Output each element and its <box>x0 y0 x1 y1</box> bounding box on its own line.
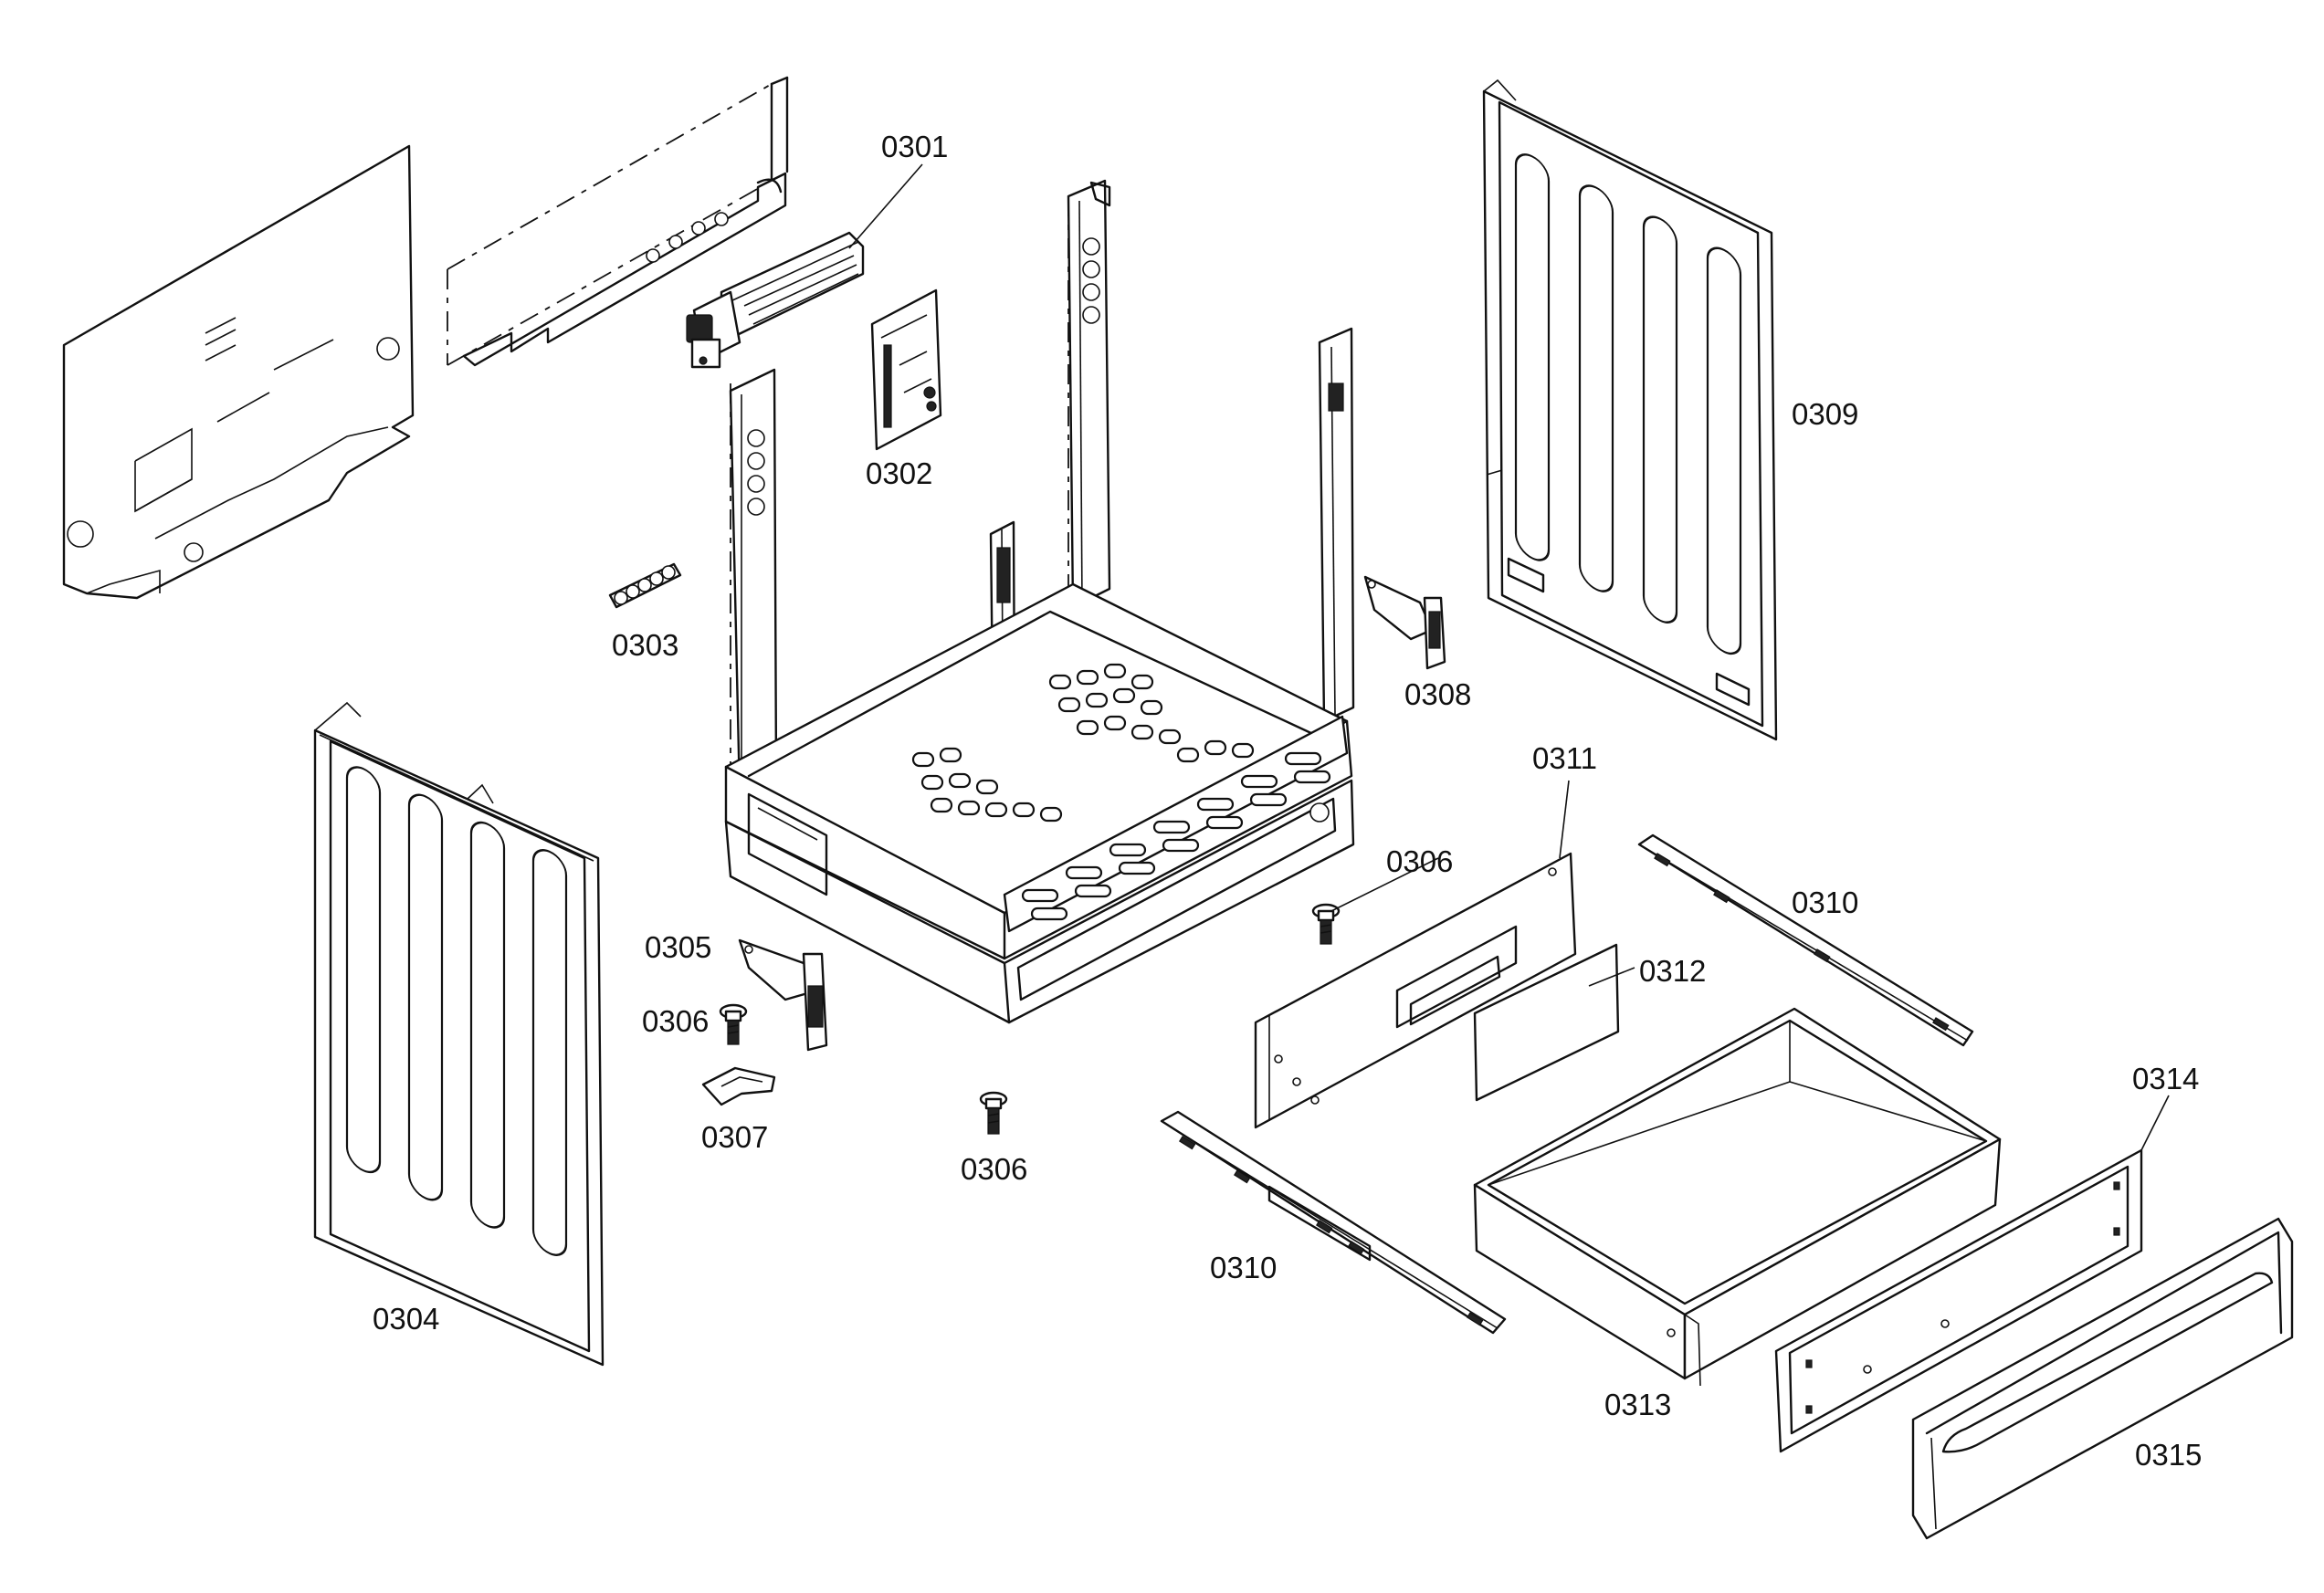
callout-0307: 0307 <box>701 1120 768 1154</box>
terminal-block <box>608 562 682 609</box>
callout-0306-right: 0306 <box>1386 844 1453 878</box>
screw-center <box>979 1091 1008 1135</box>
left-side-panel <box>313 701 605 1367</box>
hinge-bracket-left <box>738 938 828 1052</box>
drawer-front-inner <box>1774 1148 2143 1453</box>
drawer-box <box>1473 1007 2002 1387</box>
callout-0303: 0303 <box>612 628 678 662</box>
callout-0312: 0312 <box>1639 954 1706 988</box>
callout-0314: 0314 <box>2132 1062 2199 1095</box>
callout-0302: 0302 <box>866 456 932 490</box>
drawer-back-panel <box>1254 852 1577 1129</box>
callout-0309: 0309 <box>1792 397 1858 431</box>
callout-0311: 0311 <box>1532 741 1597 775</box>
callout-0301: 0301 <box>881 130 948 163</box>
callout-0315: 0315 <box>2135 1438 2202 1472</box>
chassis-frame <box>724 179 1355 1024</box>
insulation-pad <box>1473 943 1620 1102</box>
screw-left <box>719 1003 748 1045</box>
clip <box>701 1066 776 1106</box>
callout-0306-left: 0306 <box>642 1004 709 1038</box>
callout-0304: 0304 <box>373 1302 439 1336</box>
callout-0306-center: 0306 <box>961 1152 1027 1186</box>
front-rail-slots <box>1021 751 1331 921</box>
screw-right <box>1311 903 1341 945</box>
callout-0310-left: 0310 <box>1210 1251 1277 1284</box>
callout-0305: 0305 <box>645 930 711 964</box>
drawer-slide-rail-right <box>1637 833 1974 1047</box>
right-side-panel <box>1482 79 1778 741</box>
leader-lines <box>848 163 2170 1151</box>
control-board <box>870 288 942 451</box>
floor-perforations <box>911 663 1255 823</box>
drawer-front-panel <box>1911 1217 2294 1540</box>
rear-panel <box>62 144 415 600</box>
drawer-slide-rail-left <box>1160 1110 1507 1335</box>
callout-0310-right: 0310 <box>1792 886 1858 919</box>
hinge-bracket-right <box>1363 575 1446 670</box>
callout-0308: 0308 <box>1404 677 1471 711</box>
convection-fan <box>686 231 865 369</box>
upper-rear-bracket <box>447 76 789 367</box>
callout-0313: 0313 <box>1604 1388 1671 1421</box>
